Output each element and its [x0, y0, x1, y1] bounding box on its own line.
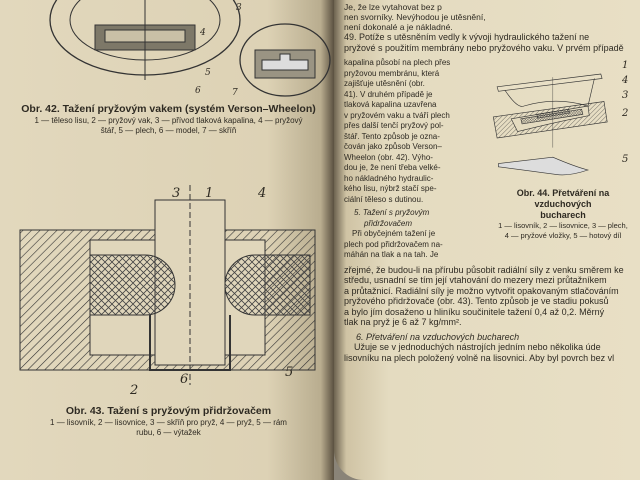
fig42-label: 7	[232, 88, 238, 98]
fig43-legend: 1 — lisovník, 2 — lisovnice, 3 — skříň p…	[50, 418, 287, 427]
text-line: ciální těleso s dutinou.	[344, 194, 424, 204]
section-heading: 5. Tažení s pryžovým	[354, 208, 430, 217]
right-page-content: Je, že lze vytahovat bez p nen svorníky.…	[344, 2, 634, 363]
text-line: Při obyčejném tažení je	[352, 229, 436, 238]
text-line: Wheelon (obr. 42). Výho-	[344, 152, 433, 162]
text-line: pryžového přidržovače (obr. 43). Tento z…	[344, 296, 609, 306]
text-line: Užuje se v jednoduchých nástrojích jední…	[354, 342, 601, 352]
fig43-label: 3	[172, 186, 181, 201]
fig44-label: 2	[622, 108, 629, 119]
text-line: není dokonalé a je nákladné.	[344, 22, 453, 32]
text-line: štář. Tento způsob je ozna-	[344, 131, 440, 141]
text-line: 41). V druhém případě je	[344, 89, 433, 99]
figure-44: 1 4 3 2 5 Obr. 44. Přetváření na vzducho…	[492, 58, 634, 261]
text-line: lisovníku na plech položený volně na lis…	[344, 352, 615, 363]
fig44-caption: Obr. 44. Přetváření na vzduchových bucha…	[492, 188, 634, 240]
fig43-caption: Obr. 43. Tažení s pryžovým přidržovačem …	[16, 405, 321, 438]
two-column-row: kapalina působí na plech přes pryžovou m…	[344, 58, 634, 261]
text-line: tlaková kapalina uzavřena	[344, 100, 437, 109]
fig42-label: 3	[236, 3, 242, 13]
text-line: zřejmé, že budou-li na přírubu působit r…	[344, 264, 624, 275]
text-line: přes další tenčí pryžový pol-	[344, 121, 444, 130]
text-line: pryžové s použitím membrány nebo pryžové…	[344, 43, 624, 53]
text-line: středu, usnadní se tím její vtahování do…	[344, 275, 607, 285]
text-line: kapalina působí na plech přes	[344, 58, 451, 67]
fig42-legend: 1 — těleso lisu, 2 — pryžový vak, 3 — př…	[34, 116, 303, 125]
fig42-label: 6	[195, 86, 201, 96]
text-line: zajišťuje utěsnění (obr.	[344, 79, 425, 88]
fig43-legend: rubu, 6 — výtažek	[136, 428, 201, 437]
fig42-label: 4	[200, 28, 206, 38]
text-line: ho nákladného hydraulic-	[344, 173, 434, 183]
right-page: Je, že lze vytahovat bez p nen svorníky.…	[334, 0, 640, 480]
fig43-label: 6	[180, 372, 189, 387]
fig44-label: 4	[622, 75, 629, 86]
figure-42-drawing	[49, 0, 331, 97]
fig42-legend: štář, 5 — plech, 6 — model, 7 — skříň	[100, 126, 237, 135]
text-line: plech pod přidržovačem na-	[344, 239, 443, 249]
fig44-label: 3	[622, 90, 629, 101]
text-line: máhán na tlak a na tah. Je	[344, 250, 439, 259]
text-line: tlak na pryž je 6 až 7 kg/mm².	[344, 317, 462, 327]
section-heading: přidržovačem	[364, 218, 413, 228]
fig42-caption: Obr. 42. Tažení pryžovým vakem (systém V…	[16, 103, 321, 136]
fig44-legend: 1 — lisovník, 2 — lisovnice, 3 — plech,	[498, 221, 628, 230]
fig44-label: 1	[622, 60, 629, 71]
text-line: a bylo jím dosaženo u hliníku součinitel…	[344, 306, 605, 317]
text-line: a průtažnicí. Radiální síly je možno vyt…	[344, 285, 619, 296]
text-line: 49. Potíže s utěsněním vedly k vývoji hy…	[344, 32, 590, 42]
left-page: 3 4 5 6 7 Obr. 42. Tažení pryžovým vakem…	[0, 0, 334, 480]
section-heading: 6. Přetváření na vzduchových bucharech	[356, 331, 520, 342]
text-line: pryžovou membránu, která	[344, 68, 440, 78]
text-line: v pryžovém vaku a tváří plech	[344, 110, 450, 120]
text-line: nen svorníky. Nevýhodou je utěsnění,	[344, 12, 486, 22]
fig43-label: 2	[130, 383, 139, 398]
figure-43-drawing	[19, 185, 316, 385]
body-text: zřejmé, že budou-li na přírubu působit r…	[344, 265, 634, 364]
fig43-label: 4	[258, 186, 267, 201]
text-line: Je, že lze vytahovat bez p	[344, 2, 442, 12]
fig43-label: 1	[205, 186, 214, 201]
fig42-caption-title: Obr. 42. Tažení pryžovým vakem (systém V…	[21, 103, 316, 115]
fig43-label: 5	[285, 365, 294, 380]
fig44-label: 5	[622, 154, 629, 165]
text-line: dou je, že není třeba velké-	[344, 163, 441, 172]
fig44-caption-title: bucharech	[540, 210, 586, 220]
top-text-block: Je, že lze vytahovat bez p nen svorníky.…	[344, 2, 634, 54]
text-line: čován jako způsob Verson–	[344, 142, 442, 151]
column-text: kapalina působí na plech přes pryžovou m…	[344, 58, 486, 261]
fig44-legend: 4 — pryžové vložky, 5 — hotový díl	[504, 230, 622, 240]
fig43-caption-title: Obr. 43. Tažení s pryžovým přidržovačem	[65, 405, 272, 417]
figure-44-drawing	[492, 73, 608, 176]
fig42-label: 5	[205, 68, 211, 78]
text-line: kého lisu, nýbrž stačí spe-	[344, 184, 437, 193]
fig44-caption-title: Obr. 44. Přetváření na vzduchových	[516, 188, 610, 209]
